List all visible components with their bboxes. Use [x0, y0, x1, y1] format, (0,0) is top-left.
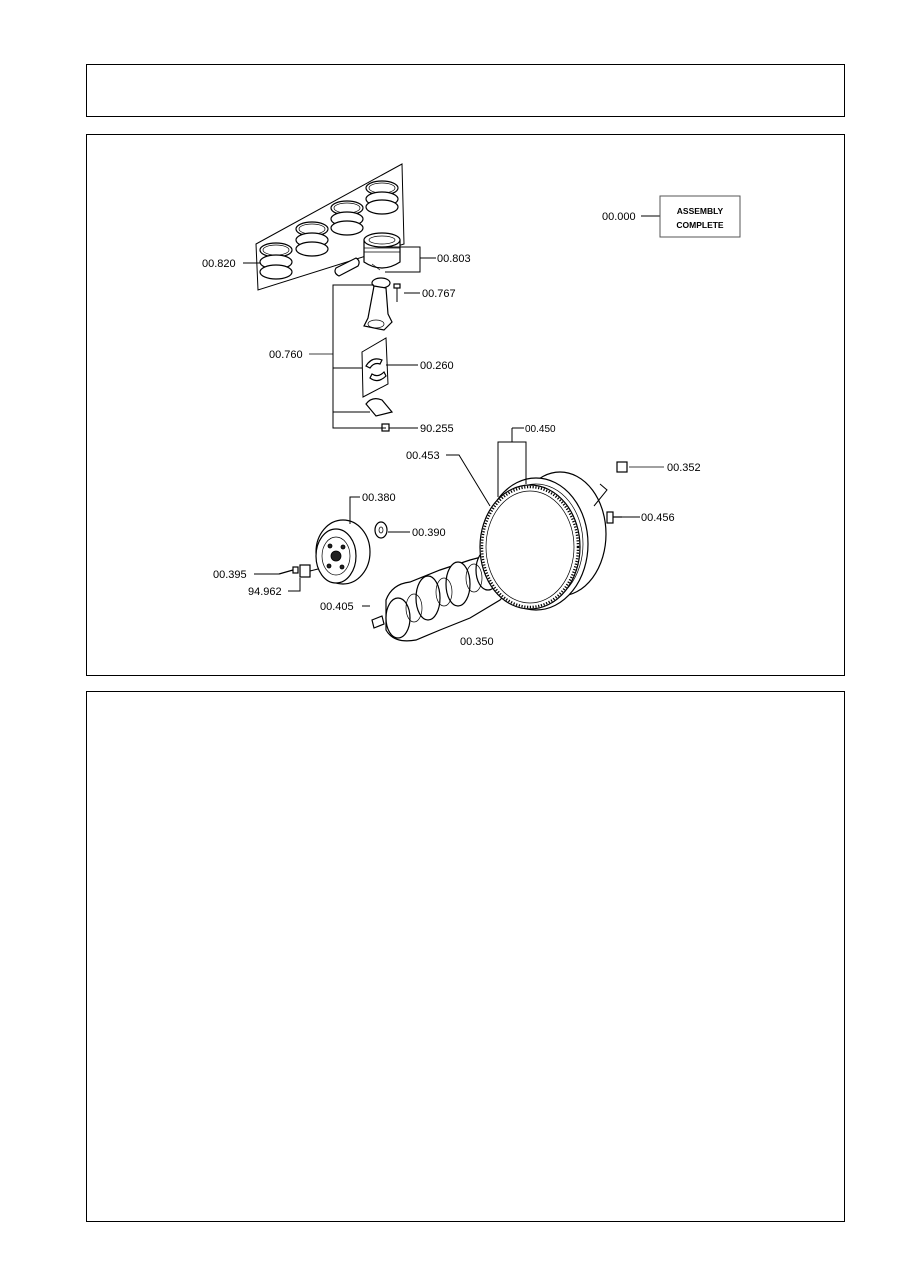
callout-00-390: 00.390	[412, 527, 446, 539]
crank-pulley-illustration	[278, 519, 388, 585]
leader-lines	[243, 215, 664, 607]
callout-00-395: 00.395	[213, 569, 247, 581]
callout-00-450: 00.450	[525, 424, 556, 435]
connecting-rod-illustration	[363, 277, 401, 331]
flywheel-illustration	[479, 461, 628, 611]
callout-00-380: 00.380	[362, 492, 396, 504]
crankshaft-illustration	[371, 549, 517, 642]
callout-00-260: 00.260	[420, 360, 454, 372]
callout-00-803: 00.803	[437, 253, 471, 265]
callout-94-962: 94.962	[248, 586, 282, 598]
callout-00-000: 00.000	[602, 211, 636, 223]
header-frame	[86, 64, 845, 117]
callout-00-820: 00.820	[202, 258, 236, 270]
assembly-box-line1: ASSEMBLY	[677, 206, 724, 216]
callout-labels: 00.000 00.820 00.803 00.767 00.760 00.26…	[202, 211, 701, 648]
assembly-complete-box: ASSEMBLY COMPLETE	[659, 195, 741, 238]
bearing-shells-illustration	[361, 337, 394, 432]
parts-table-frame	[86, 691, 845, 1222]
callout-00-456: 00.456	[641, 512, 675, 524]
callout-00-352: 00.352	[667, 462, 701, 474]
callout-00-350: 00.350	[460, 636, 494, 648]
piston-ring-set-illustration	[255, 163, 405, 291]
callout-00-767: 00.767	[422, 288, 456, 300]
callout-00-453: 00.453	[406, 450, 440, 462]
callout-00-760: 00.760	[269, 349, 303, 361]
assembly-box-line2: COMPLETE	[676, 220, 724, 230]
piston-illustration	[334, 232, 401, 277]
callout-90-255: 90.255	[420, 423, 454, 435]
callout-00-405: 00.405	[320, 601, 354, 613]
